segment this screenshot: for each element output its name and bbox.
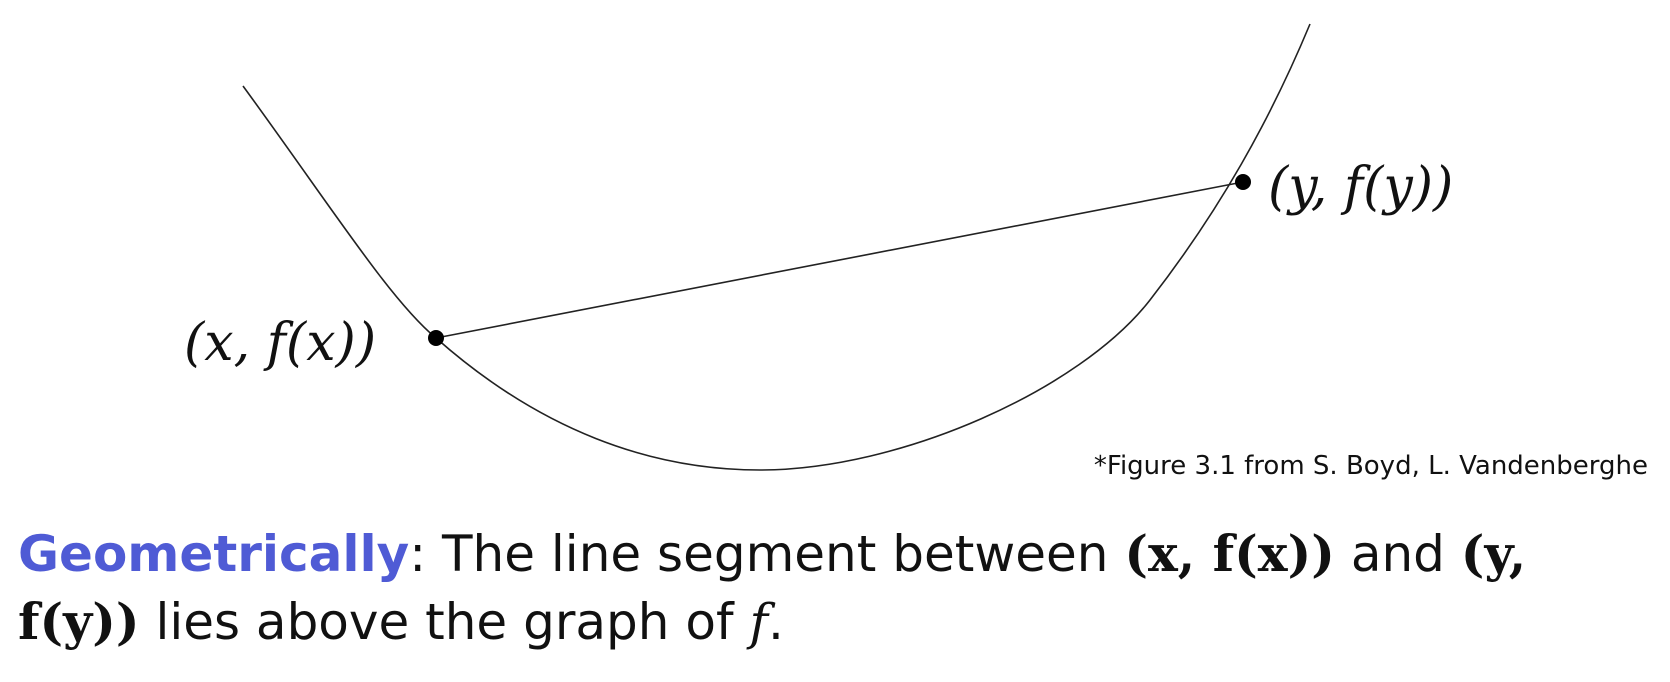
chord-segment: [435, 181, 1244, 339]
caption-text-2: lies above the graph of: [139, 593, 750, 651]
source-note: *Figure 3.1 from S. Boyd, L. Vandenbergh…: [1094, 451, 1648, 481]
caption-period: .: [767, 593, 784, 651]
caption-text-1: The line segment between: [426, 525, 1125, 583]
caption-func: f: [749, 593, 768, 651]
caption-emphasis: Geometrically: [18, 525, 410, 583]
point-y: [1235, 174, 1251, 190]
caption-point-x: (x, f(x)): [1124, 524, 1335, 583]
caption-and: and: [1334, 525, 1461, 583]
caption: Geometrically: The line segment between …: [18, 520, 1658, 656]
convex-curve: [242, 23, 1311, 471]
label-point-y: (y, f(y)): [1268, 157, 1453, 217]
point-x: [428, 330, 444, 346]
caption-colon: :: [409, 525, 427, 583]
caption-point-y: (y, f(y)): [18, 524, 1527, 651]
label-point-x: (x, f(x)): [184, 313, 376, 373]
